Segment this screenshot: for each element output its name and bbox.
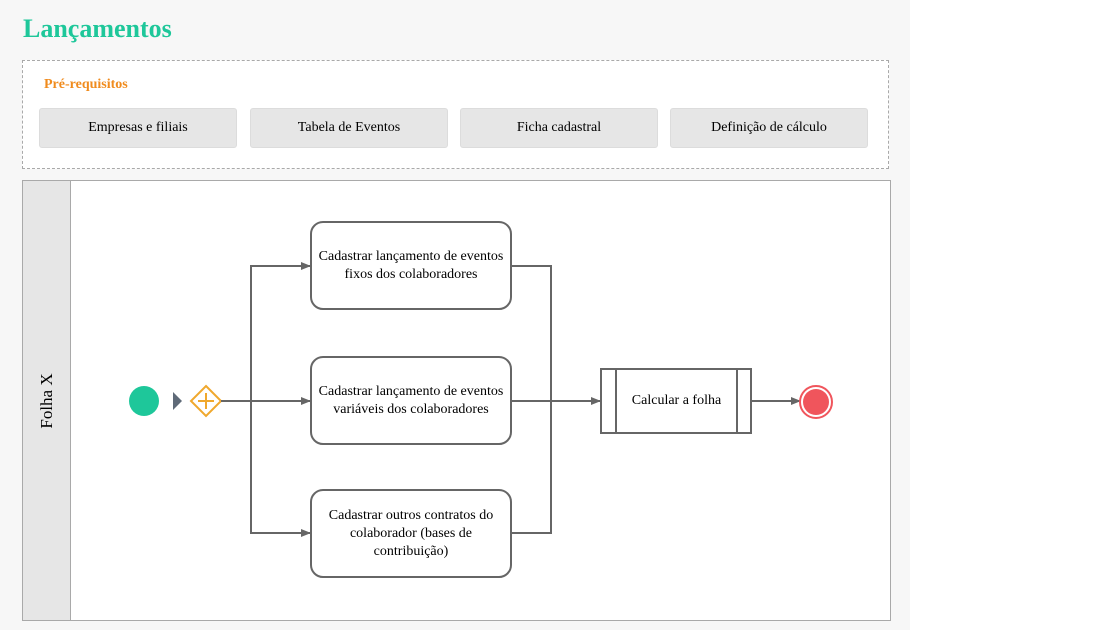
task-outros-contratos-label: Cadastrar outros contratos do colaborado…	[328, 507, 494, 559]
subprocess-calcular-folha[interactable]	[600, 368, 752, 434]
parallel-gateway[interactable]	[189, 384, 223, 418]
split-connectors	[221, 262, 311, 537]
task-eventos-fixos-label: Cadastrar lançamento de eventos fixos do…	[318, 248, 504, 282]
prerequisites-heading: Pré-requisitos	[44, 77, 128, 92]
page-title: Lançamentos	[23, 14, 172, 43]
subprocess-label: Calcular a folha	[631, 393, 722, 408]
join-connectors	[511, 265, 601, 534]
start-event[interactable]	[129, 386, 159, 416]
lane-header: Folha X	[23, 181, 71, 620]
prereq-ficha-cadastral[interactable]: Ficha cadastral	[460, 108, 658, 148]
end-event[interactable]	[799, 385, 833, 419]
process-diagram	[129, 221, 833, 578]
start-arrow-icon	[173, 392, 182, 410]
prereq-empresas-filiais[interactable]: Empresas e filiais	[39, 108, 237, 148]
task-eventos-variaveis-label: Cadastrar lançamento de eventos variávei…	[318, 383, 504, 417]
page-canvas: Lançamentos Pré-requisitos Empresas e fi…	[22, 14, 891, 621]
prereq-tabela-eventos[interactable]: Tabela de Eventos	[250, 108, 448, 148]
prerequisites-panel: Pré-requisitos Empresas e filiais Tabela…	[22, 60, 889, 169]
prereq-definicao-calculo[interactable]: Definição de cálculo	[670, 108, 868, 148]
